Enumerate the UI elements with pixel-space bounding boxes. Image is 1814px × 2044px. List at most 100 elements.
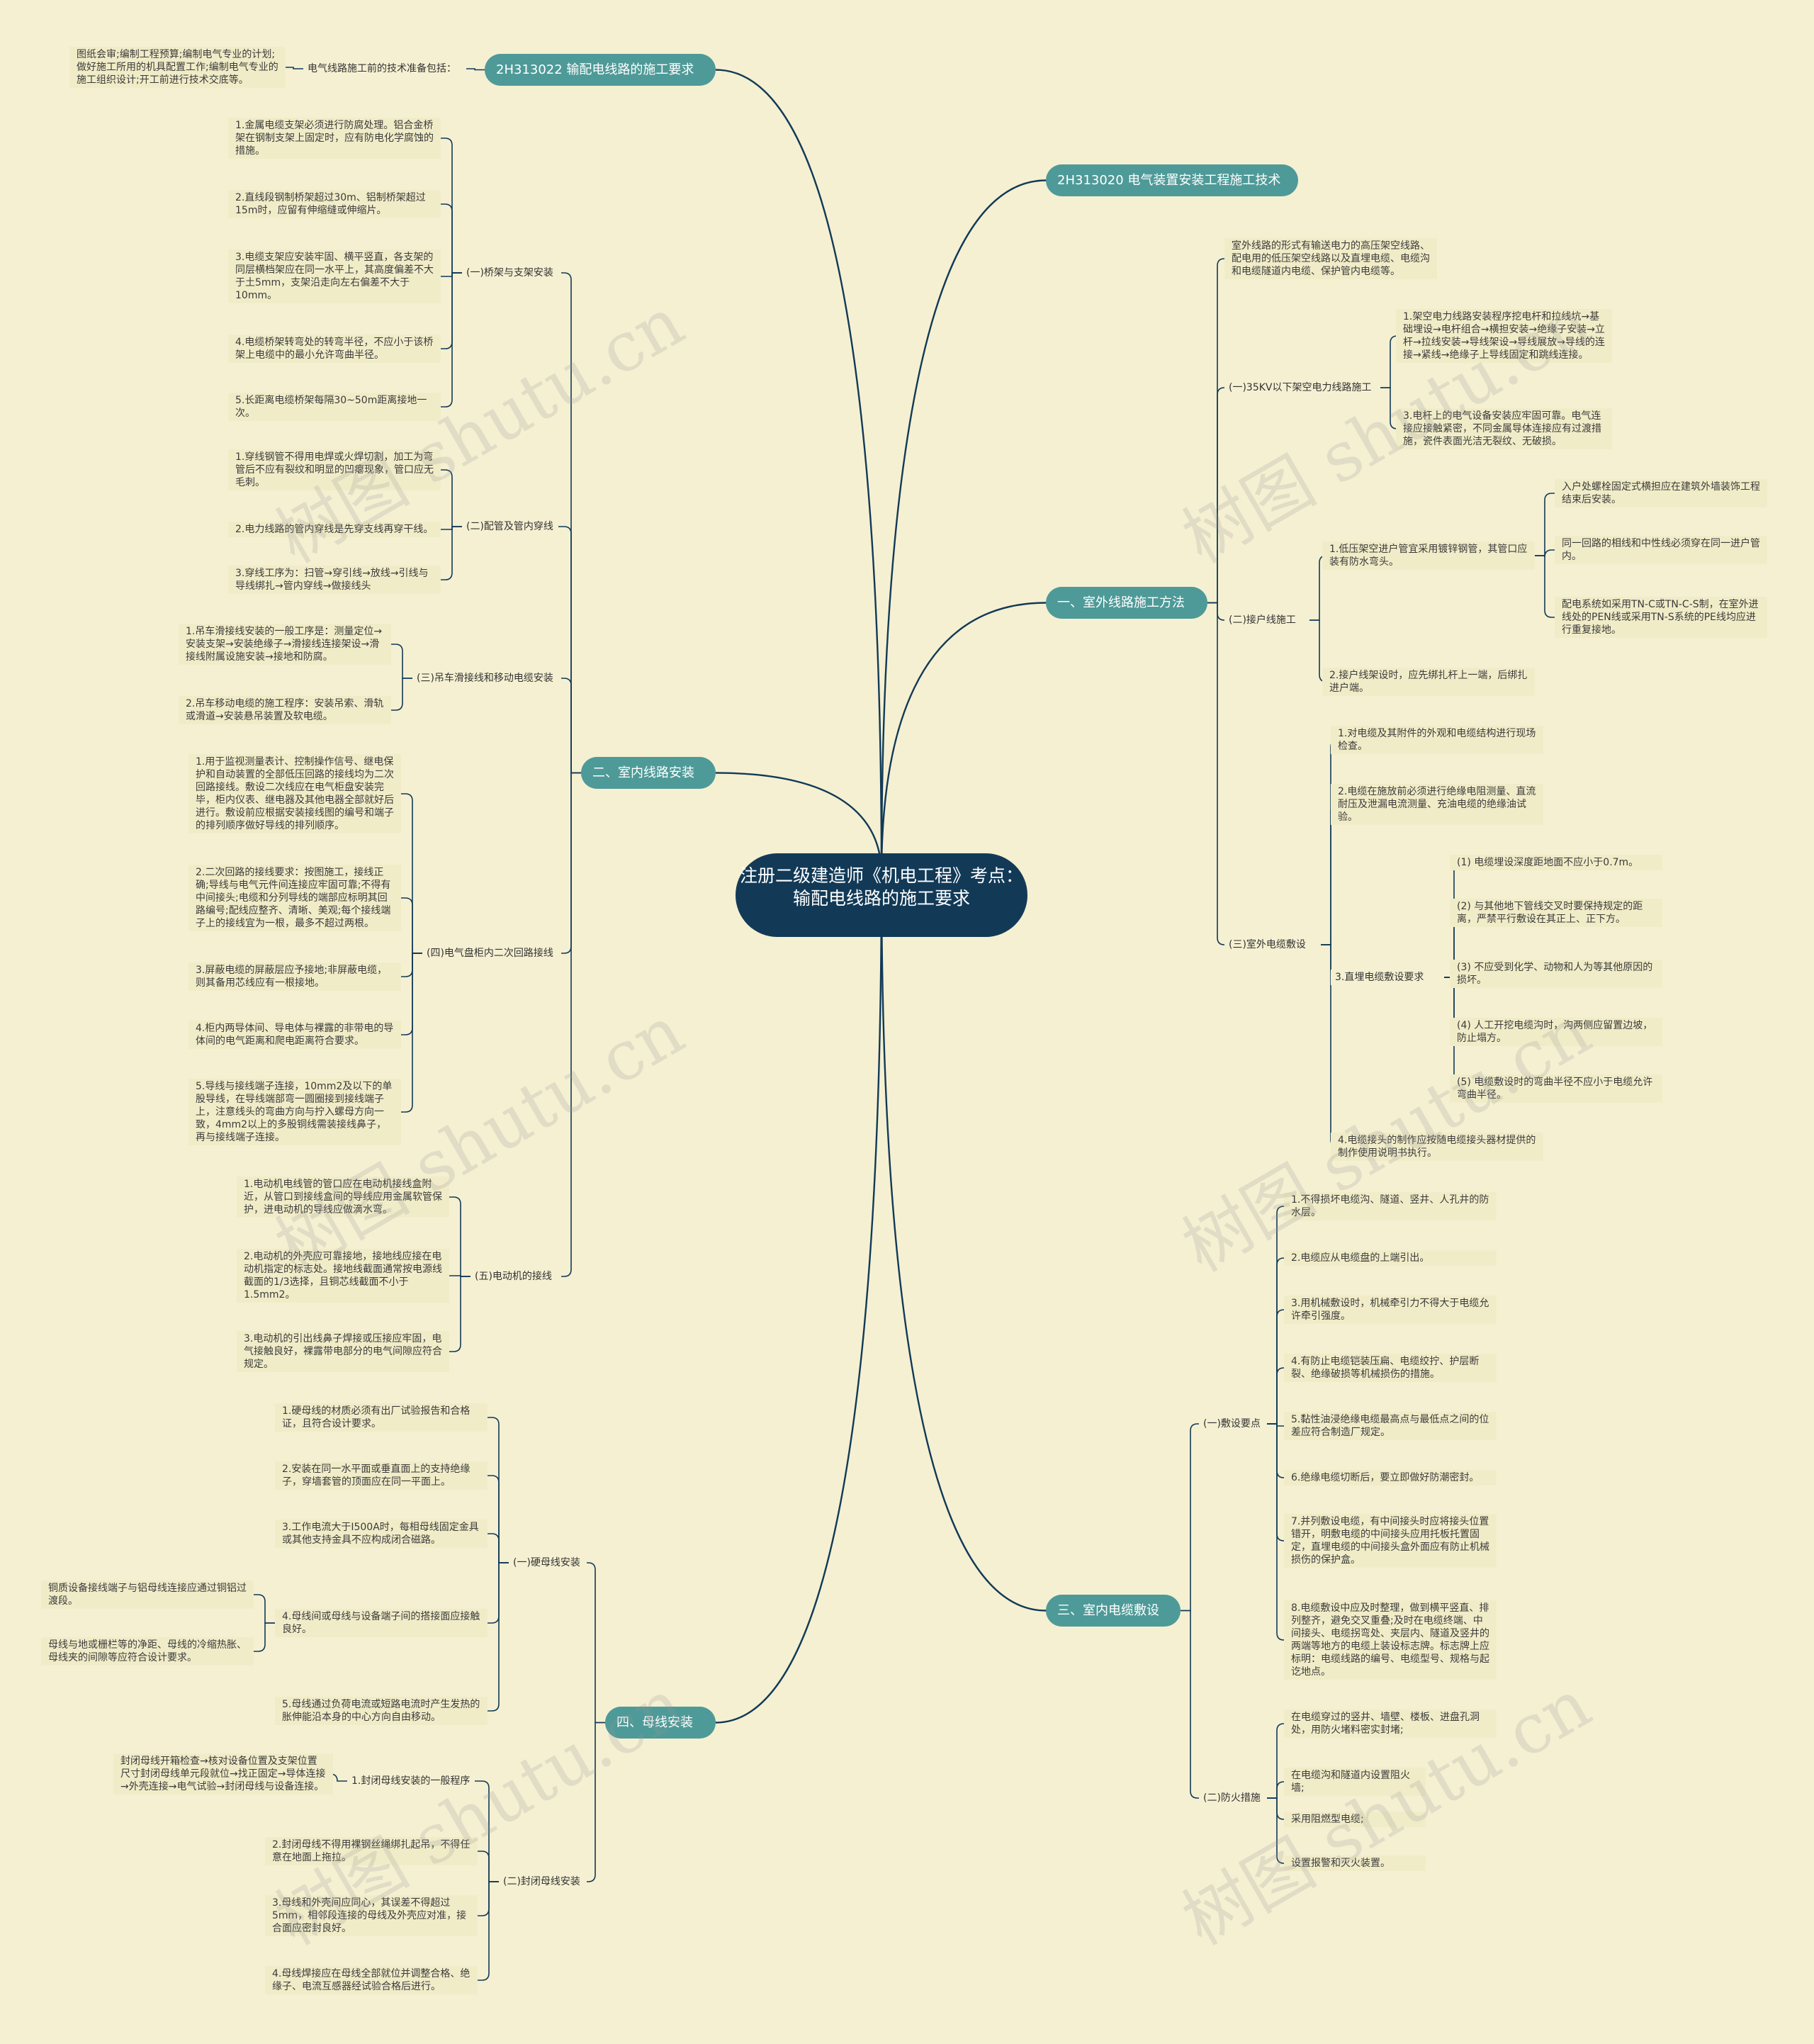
topic-node[interactable]: 5.长距离电缆桥架每隔30~50m距离接地一次。	[228, 393, 441, 421]
connector-line	[441, 272, 462, 349]
topic-node[interactable]: 1.不得损坏电缆沟、隧道、竖井、人孔井的防水层。	[1284, 1192, 1497, 1220]
topic-node[interactable]: 3.穿线工序为：扫管→穿引线→放线→引线与导线绑扎→管内穿线→做接线头	[228, 566, 441, 594]
topic-node[interactable]: 4.母线焊接应在母线全部就位并调整合格、绝缘子、电流互感器经试验合格后进行。	[265, 1966, 478, 1994]
connector-line	[441, 526, 462, 580]
topic-node[interactable]: (4) 人工开挖电缆沟时，沟两侧应留置边坡，防止塌方。	[1450, 1018, 1662, 1046]
topic-node[interactable]: 封闭母线开箱检查→核对设备位置及支架位置尺寸封闭母线单元段就位→找正固定→导体连…	[113, 1753, 333, 1795]
topic-node[interactable]: 3.电缆支架应安装牢固、横平竖直，各支架的同层横档架应在同一水平上，其高度偏差不…	[228, 249, 441, 303]
topic-node[interactable]: 4.电缆接头的制作应按随电缆接头器材提供的制作使用说明书执行。	[1331, 1133, 1543, 1161]
branch-topic[interactable]: 四、母线安装	[605, 1707, 716, 1739]
topic-node[interactable]: (一)桥架与支架安装	[462, 265, 561, 281]
connector-line	[1207, 258, 1225, 604]
connector-line	[488, 1562, 509, 1712]
topic-node[interactable]: 5.母线通过负荷电流或短路电流时产生发热的胀伸能沿本身的中心方向自由移动。	[275, 1697, 488, 1725]
topic-node[interactable]: 1.吊车滑接线安装的一般工序是：测量定位→安装支架→安装绝缘子→滑接线连接架设→…	[179, 624, 391, 665]
topic-node[interactable]: 2.安装在同一水平面或垂直面上的支持绝缘子，穿墙套管的顶面应在同一平面上。	[275, 1461, 488, 1490]
topic-node[interactable]: (3) 不应受到化学、动物和人为等其他原因的损坏。	[1450, 960, 1662, 988]
topic-node[interactable]: (一)35KV以下架空电力线路施工	[1224, 380, 1380, 395]
topic-node[interactable]: 电气线路施工前的技术准备包括：	[303, 61, 466, 77]
topic-node[interactable]: 配电系统如采用TN-C或TN-C-S制，在室外进线处的PEN线或采用TN-S系统…	[1555, 597, 1767, 638]
topic-node[interactable]: (2) 与其他地下管线交叉时要保持规定的距离，严禁平行敷设在其正上、正下方。	[1450, 899, 1662, 927]
topic-node[interactable]: (二)配管及管内穿线	[462, 519, 558, 534]
connector-line	[561, 772, 581, 1277]
topic-node[interactable]: 4.母线间或母线与设备端子间的搭接面应接触良好。	[275, 1609, 488, 1637]
topic-node[interactable]: 3.屏蔽电缆的屏蔽层应予接地;非屏蔽电缆，则其备用芯线应有一根接地。	[188, 962, 401, 991]
topic-node[interactable]: 3.母线和外壳间应同心，其误差不得超过5mm，相邻段连接的母线及外壳应对准，接合…	[265, 1895, 478, 1936]
connector-line	[466, 68, 485, 71]
topic-node[interactable]: 4.有防止电缆铠装压扁、电缆绞拧、护层断裂、绝缘破损等机械损伤的措施。	[1284, 1354, 1497, 1382]
topic-node[interactable]: 8.电缆敷设中应及时整理，做到横平竖直、排列整齐，避免交叉重叠;及时在电缆终端、…	[1284, 1600, 1497, 1680]
root-topic[interactable]: 注册二级建造师《机电工程》考点：输配电线路的施工要求	[736, 853, 1027, 937]
connector-line	[558, 526, 581, 774]
topic-node[interactable]: 1.金属电缆支架必须进行防腐处理。铝合金桥架在钢制支架上固定时，应有防电化学腐蚀…	[228, 118, 441, 159]
topic-node[interactable]: 1.封闭母线安装的一般程序	[347, 1773, 475, 1789]
topic-node[interactable]: 5.黏性油浸绝缘电缆最高点与最低点之间的位差应符合制造厂规定。	[1284, 1412, 1497, 1440]
topic-node[interactable]: (1) 电缆埋设深度距地面不应小于0.7m。	[1450, 855, 1662, 870]
topic-node[interactable]: (二)封闭母线安装	[499, 1874, 587, 1889]
topic-node[interactable]: 1.用于监视测量表计、控制操作信号、继电保护和自动装置的全部低压回路的接线均为二…	[188, 754, 401, 833]
connector-line	[880, 179, 1047, 875]
topic-node[interactable]: 1.低压架空进户管宜采用镀锌钢管，其管口应装有防水弯头。	[1322, 541, 1535, 570]
topic-node[interactable]: (二)防火措施	[1199, 1790, 1267, 1806]
connector-line	[1267, 1309, 1285, 1425]
topic-node[interactable]: (一)硬母线安装	[509, 1555, 587, 1571]
topic-node[interactable]: 2.二次回路的接线要求：按图施工，接线正确;导线与电气元件间连接应牢固可靠;不得…	[188, 865, 401, 931]
topic-node[interactable]: 4.电缆桥架转弯处的转弯半径，不应小于该桥架上电缆中的最小允许弯曲半径。	[228, 335, 441, 363]
topic-node[interactable]: 1.硬母线的材质必须有出厂试验报告和合格证，且符合设计要求。	[275, 1403, 488, 1432]
connector-line	[1535, 493, 1555, 556]
topic-node[interactable]: 室外线路的形式有输送电力的高压架空线路、配电用的低压架空线路以及直埋电缆、电缆沟…	[1224, 238, 1437, 279]
connector-line	[488, 1417, 509, 1563]
topic-node[interactable]: 铜质设备接线端子与铝母线连接应通过铜铝过渡段。	[41, 1580, 254, 1609]
topic-node[interactable]: 2.直线段钢制桥架超过30m、铝制桥架超过15m时，应留有伸缩缝或伸缩片。	[228, 190, 441, 218]
topic-node[interactable]: 3.工作电流大于I500A时，每相母线固定金具或其他支持金具不应构成闭合磁路。	[275, 1520, 488, 1548]
topic-node[interactable]: 在电缆沟和隧道内设置阻火墙;	[1284, 1768, 1426, 1796]
topic-node[interactable]: 1.对电缆及其附件的外观和电缆结构进行现场检查。	[1331, 726, 1543, 754]
topic-node[interactable]: 1.电动机电线管的管口应在电动机接线盒附近，从管口到接线盒间的导线应用金属软管保…	[237, 1177, 449, 1218]
topic-node[interactable]: 图纸会审;编制工程预算;编制电气专业的计划;做好施工所用的机具配置工作;编制电气…	[69, 47, 286, 88]
topic-node[interactable]: (二)接户线施工	[1224, 612, 1309, 628]
connector-line	[1267, 1257, 1285, 1425]
connector-line	[401, 897, 422, 954]
branch-topic[interactable]: 一、室外线路施工方法	[1046, 587, 1207, 619]
topic-node[interactable]: 在电缆穿过的竖井、墙壁、楼板、进盘孔洞处，用防火堵料密实封堵;	[1284, 1709, 1497, 1738]
topic-node[interactable]: (一)敷设要点	[1199, 1416, 1267, 1432]
branch-topic[interactable]: 三、室内电缆敷设	[1046, 1595, 1181, 1627]
branch-topic[interactable]: 2H313022 输配电线路的施工要求	[485, 54, 716, 86]
topic-node[interactable]: 3.直埋电缆敷设要求	[1331, 970, 1444, 985]
connector-line	[441, 137, 462, 274]
topic-node[interactable]: 设置报警和灭火装置。	[1284, 1855, 1426, 1871]
topic-node[interactable]: (三)室外电缆敷设	[1224, 937, 1321, 953]
topic-node[interactable]: 采用阻燃型电缆;	[1284, 1812, 1426, 1827]
topic-node[interactable]: 2.电动机的外壳应可靠接地，接地线应接在电动机指定的标志处。接地线截面通常按电源…	[237, 1249, 449, 1303]
topic-node[interactable]: (四)电气盘柜内二次回路接线	[422, 945, 561, 961]
connector-line	[561, 272, 581, 774]
connector-line	[1207, 602, 1225, 621]
topic-node[interactable]: 母线与地或栅栏等的净距、母线的冷缩热胀、母线夹的间隙等应符合设计要求。	[41, 1637, 254, 1666]
topic-node[interactable]: 2.电缆在施放前必须进行绝缘电阻测量、直流耐压及泄漏电流测量、充油电缆的绝缘油试…	[1331, 784, 1543, 825]
topic-node[interactable]: 2.封闭母线不得用裸钢丝绳绑扎起吊，不得任意在地面上拖拉。	[265, 1837, 478, 1865]
connector-line	[1267, 1423, 1285, 1478]
topic-node[interactable]: 2.接户线架设时，应先绑扎杆上一端，后绑扎进户端。	[1322, 668, 1535, 696]
topic-node[interactable]: 入户处螺栓固定式横担应在建筑外墙装饰工程结束后安装。	[1555, 479, 1767, 507]
connector-line	[715, 874, 883, 1724]
topic-node[interactable]: 5.导线与接线端子连接，10mm2及以下的单股导线，在导线端部弯一圆圈接到接线端…	[188, 1079, 401, 1145]
topic-node[interactable]: 3.电动机的引出线鼻子焊接或压接应牢固，电气接触良好，裸露带电部分的电气间隙应符…	[237, 1331, 449, 1372]
topic-node[interactable]: 同一回路的相线和中性线必须穿在同一进户管内。	[1555, 536, 1767, 564]
connector-line	[254, 1622, 275, 1652]
topic-node[interactable]: 4.柜内两导体间、导电体与裸露的非带电的导体间的电气距离和爬电距离符合要求。	[188, 1021, 401, 1049]
topic-node[interactable]: 2.电缆应从电缆盘的上端引出。	[1284, 1250, 1497, 1266]
connector-line	[1207, 602, 1225, 945]
branch-topic[interactable]: 二、室内线路安装	[581, 757, 716, 789]
topic-node[interactable]: 3.电杆上的电气设备安装应牢固可靠。电气连接应接触紧密，不同金属导体连接应有过渡…	[1396, 408, 1612, 449]
topic-node[interactable]: 2.电力线路的管内穿线是先穿支线再穿干线。	[228, 522, 441, 537]
topic-node[interactable]: 2.吊车移动电缆的施工程序：安装吊索、滑轨或滑道→安装悬吊装置及软电缆。	[179, 696, 391, 724]
topic-node[interactable]: 1.架空电力线路安装程序挖电杆和拉线坑→基础埋设→电杆组合→横担安装→绝缘子安装…	[1396, 309, 1612, 363]
topic-node[interactable]: 3.用机械敷设时，机械牵引力不得大于电缆允许牵引强度。	[1284, 1296, 1497, 1324]
topic-node[interactable]: (三)吊车滑接线和移动电缆安装	[412, 670, 561, 686]
topic-node[interactable]: (5) 电缆敷设时的弯曲半径不应小于电缆允许弯曲半径。	[1450, 1074, 1662, 1103]
topic-node[interactable]: 7.并列敷设电缆，有中间接头时应将接头位置错开，明敷电缆的中间接头应用托板托置固…	[1284, 1514, 1497, 1568]
topic-node[interactable]: 1.穿线钢管不得用电焊或火焊切割，加工为弯管后不应有裂纹和明显的凹瘪现象，管口应…	[228, 449, 441, 490]
topic-node[interactable]: 6.绝缘电缆切断后，要立即做好防潮密封。	[1284, 1470, 1497, 1486]
branch-topic[interactable]: 2H313020 电气装置安装工程施工技术	[1046, 164, 1298, 196]
topic-node[interactable]: (五)电动机的接线	[471, 1269, 561, 1284]
